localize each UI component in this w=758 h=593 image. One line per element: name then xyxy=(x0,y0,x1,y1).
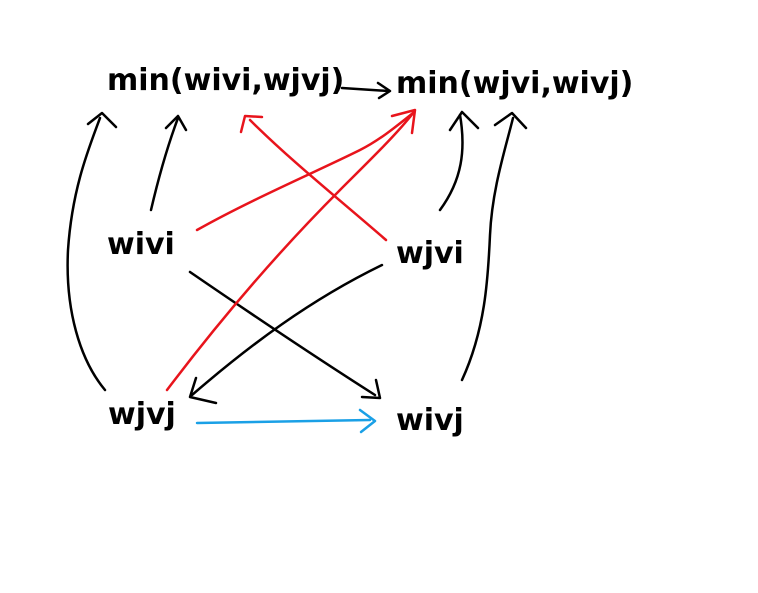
arrow-wjvj-to-minleft-head xyxy=(86,111,118,129)
arrow-wjvj-to-wivj-blue xyxy=(195,418,372,425)
arrow-wjvi-to-minleft-red-head xyxy=(239,114,264,134)
label-min-left: min(wivi,wjvj) xyxy=(107,63,345,98)
arrow-wjvj-to-minleft xyxy=(66,116,107,392)
arrow-wivi-to-wivj-head xyxy=(360,378,382,400)
arrow-wjvi-to-minright xyxy=(438,113,464,212)
arrow-wivj-to-minright-head xyxy=(493,111,528,130)
arrow-wivi-to-minleft xyxy=(149,116,180,212)
arrow-wjvj-to-minright-red xyxy=(165,110,416,392)
arrow-wjvi-to-wjvj-head xyxy=(188,376,218,405)
arrow-minright-red-head xyxy=(390,108,417,135)
arrow-minleft-to-minright xyxy=(340,86,390,93)
label-wivj: wivj xyxy=(396,403,464,438)
arrow-wivi-to-minleft-head xyxy=(164,114,188,132)
label-min-right: min(wjvi,wivj) xyxy=(396,66,634,101)
label-wjvi: wjvi xyxy=(396,236,464,271)
arrow-wivj-to-minright xyxy=(460,116,515,382)
arrow-minleft-to-minright-head xyxy=(376,81,392,100)
label-wjvj: wjvj xyxy=(108,397,176,432)
arrow-wivi-to-minright-red xyxy=(195,111,415,232)
arrow-wivi-to-wivj xyxy=(188,270,377,397)
arrow-wjvi-to-minright-head xyxy=(448,110,480,132)
arrow-wjvi-to-minleft-red xyxy=(248,118,388,242)
arrow-wjvi-to-wjvj xyxy=(190,263,384,397)
arrow-wjvj-to-wivj-blue-head xyxy=(358,408,377,434)
label-wivi: wivi xyxy=(107,227,175,262)
